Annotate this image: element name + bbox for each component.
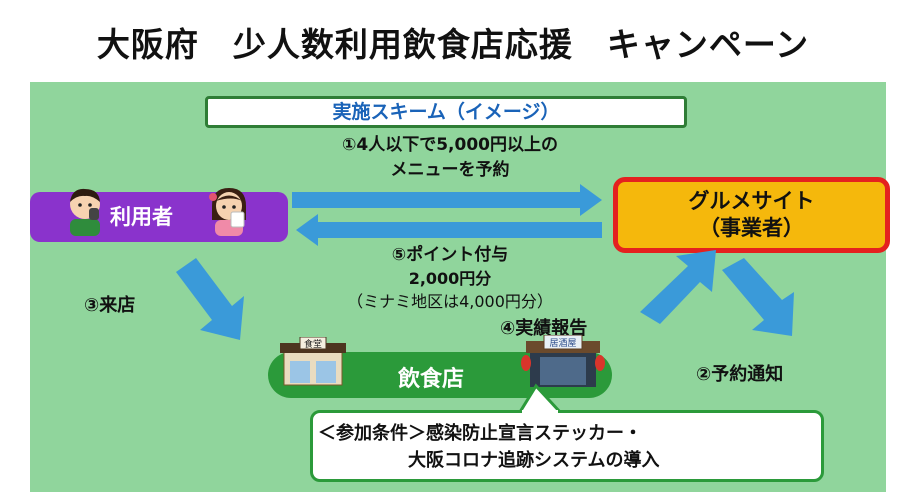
gourmet-line2: （事業者） [699,216,804,240]
condition-box [310,410,824,482]
report-arrow [640,250,716,324]
step1-label: ①4人以下で5,000円以上の メニューを予約 [300,133,600,183]
reservation-notify-arrow [722,258,794,336]
diner-shop-icon: 食堂 [280,337,346,386]
step1-line2: メニューを予約 [390,160,510,180]
diner-sign: 食堂 [304,338,322,350]
step1-line1: ①4人以下で5,000円以上の [342,135,558,155]
user-label: 利用者 [110,205,173,229]
restaurant-label: 飲食店 [398,367,465,392]
step5-label: ⑤ポイント付与 2,000円分 （ミナミ地区は4,000円分） [300,244,600,313]
step2-label: ②予約通知 [696,364,784,385]
condition-line2: 大阪コロナ追跡システムの導入 [408,450,660,471]
gourmet-site-box: グルメサイト （事業者） [613,177,890,253]
male-user-icon [70,188,100,236]
point-grant-arrow [296,214,602,246]
page-title: 大阪府 少人数利用飲食店応援 キャンペーン [96,25,810,64]
condition-text: ＜参加条件＞感染防止宣言ステッカー・ 大阪コロナ追跡システムの導入 [318,420,818,474]
step5-line3: （ミナミ地区は4,000円分） [347,292,553,311]
step3-label: ③来店 [84,295,136,316]
female-user-icon [209,188,246,236]
step4-label: ④実績報告 [500,318,588,339]
reservation-arrow [292,184,602,216]
step5-line2: 2,000円分 [408,269,492,288]
izakaya-sign: 居酒屋 [549,338,576,349]
gourmet-line1: グルメサイト [688,189,815,213]
izakaya-shop-icon: 居酒屋 [521,335,605,387]
condition-line1: ＜参加条件＞感染防止宣言ステッカー・ [318,423,642,444]
visit-arrow [176,258,244,340]
scheme-label: 実施スキーム（イメージ） [205,96,687,128]
step5-line1: ⑤ポイント付与 [391,245,509,265]
